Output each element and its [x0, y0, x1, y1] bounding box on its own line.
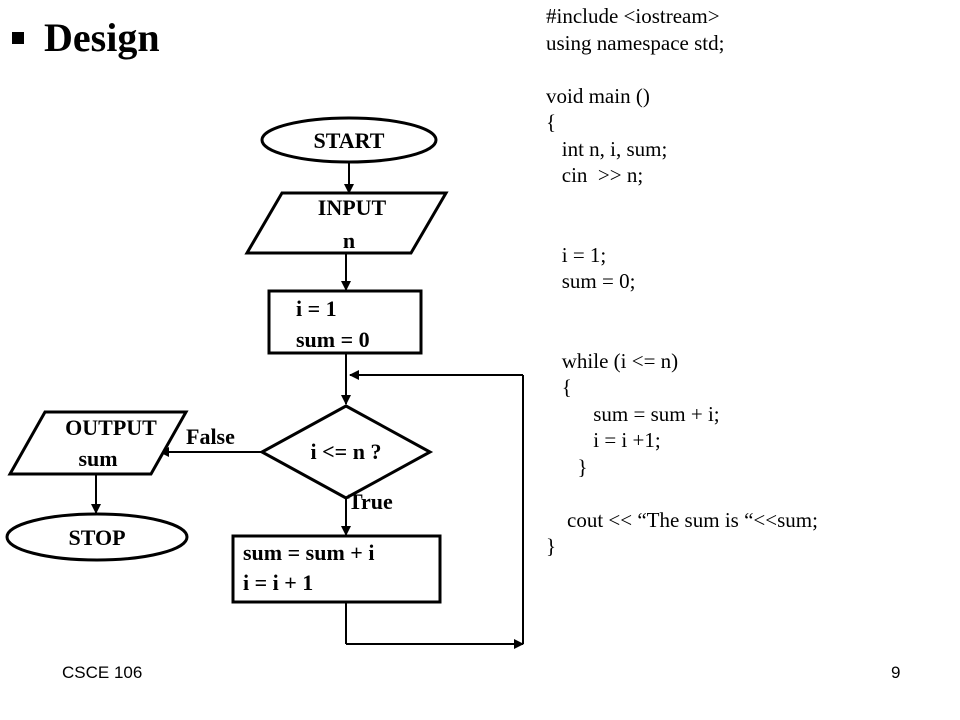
input-label-line2: n — [343, 228, 355, 253]
output-label-line1: OUTPUT — [65, 415, 157, 440]
output-label-line2: sum — [78, 446, 117, 471]
code-line: int n, i, sum; — [546, 136, 668, 161]
code-line: } — [546, 454, 588, 479]
slide-title: Design — [12, 14, 160, 61]
init-process-box: i = 1 sum = 0 — [267, 289, 423, 355]
code-line: cout << “The sum is “<<sum; — [546, 507, 818, 532]
output-parallelogram: OUTPUT sum — [7, 410, 189, 476]
page-number: 9 — [891, 663, 901, 682]
code-listing: #include <iostream>using namespace std; v… — [546, 3, 818, 560]
stop-label: STOP — [68, 525, 125, 550]
code-line: { — [546, 375, 572, 399]
condition-diamond: i <= n ? — [258, 404, 434, 500]
code-line — [546, 189, 818, 216]
code-line — [546, 295, 818, 322]
input-parallelogram: INPUT n — [244, 191, 449, 255]
input-label-line1: INPUT — [318, 195, 387, 220]
square-bullet-icon — [12, 31, 24, 44]
start-terminal: START — [260, 116, 438, 164]
body-label-line1: sum = sum + i — [243, 540, 374, 565]
slide-title-text: Design — [44, 15, 160, 60]
body-label-line2: i = i + 1 — [243, 570, 313, 595]
code-line — [546, 480, 818, 507]
code-line: { — [546, 110, 557, 134]
code-line — [546, 321, 818, 348]
stop-terminal: STOP — [5, 512, 189, 562]
code-line: using namespace std; — [546, 30, 725, 55]
code-line — [546, 215, 818, 242]
code-line — [546, 56, 818, 83]
code-line: sum = 0; — [546, 269, 636, 293]
code-line: while (i <= n) — [546, 348, 679, 373]
init-label-line1: i = 1 — [296, 296, 337, 321]
code-line: void main () — [546, 83, 650, 108]
condition-label: i <= n ? — [311, 439, 382, 464]
code-line: sum = sum + i; — [546, 401, 720, 426]
start-label: START — [314, 128, 385, 153]
code-line: i = 1; — [546, 242, 607, 267]
false-label: False — [186, 424, 235, 449]
footer-course-code: CSCE 106 — [62, 663, 143, 682]
true-label: True — [348, 489, 393, 514]
code-line: #include <iostream> — [546, 4, 720, 28]
loop-body-box: sum = sum + i i = i + 1 — [231, 534, 442, 604]
code-line: i = i +1; — [546, 428, 661, 452]
code-line: cin >> n; — [546, 163, 644, 187]
init-label-line2: sum = 0 — [296, 327, 370, 352]
code-line: } — [546, 534, 557, 558]
